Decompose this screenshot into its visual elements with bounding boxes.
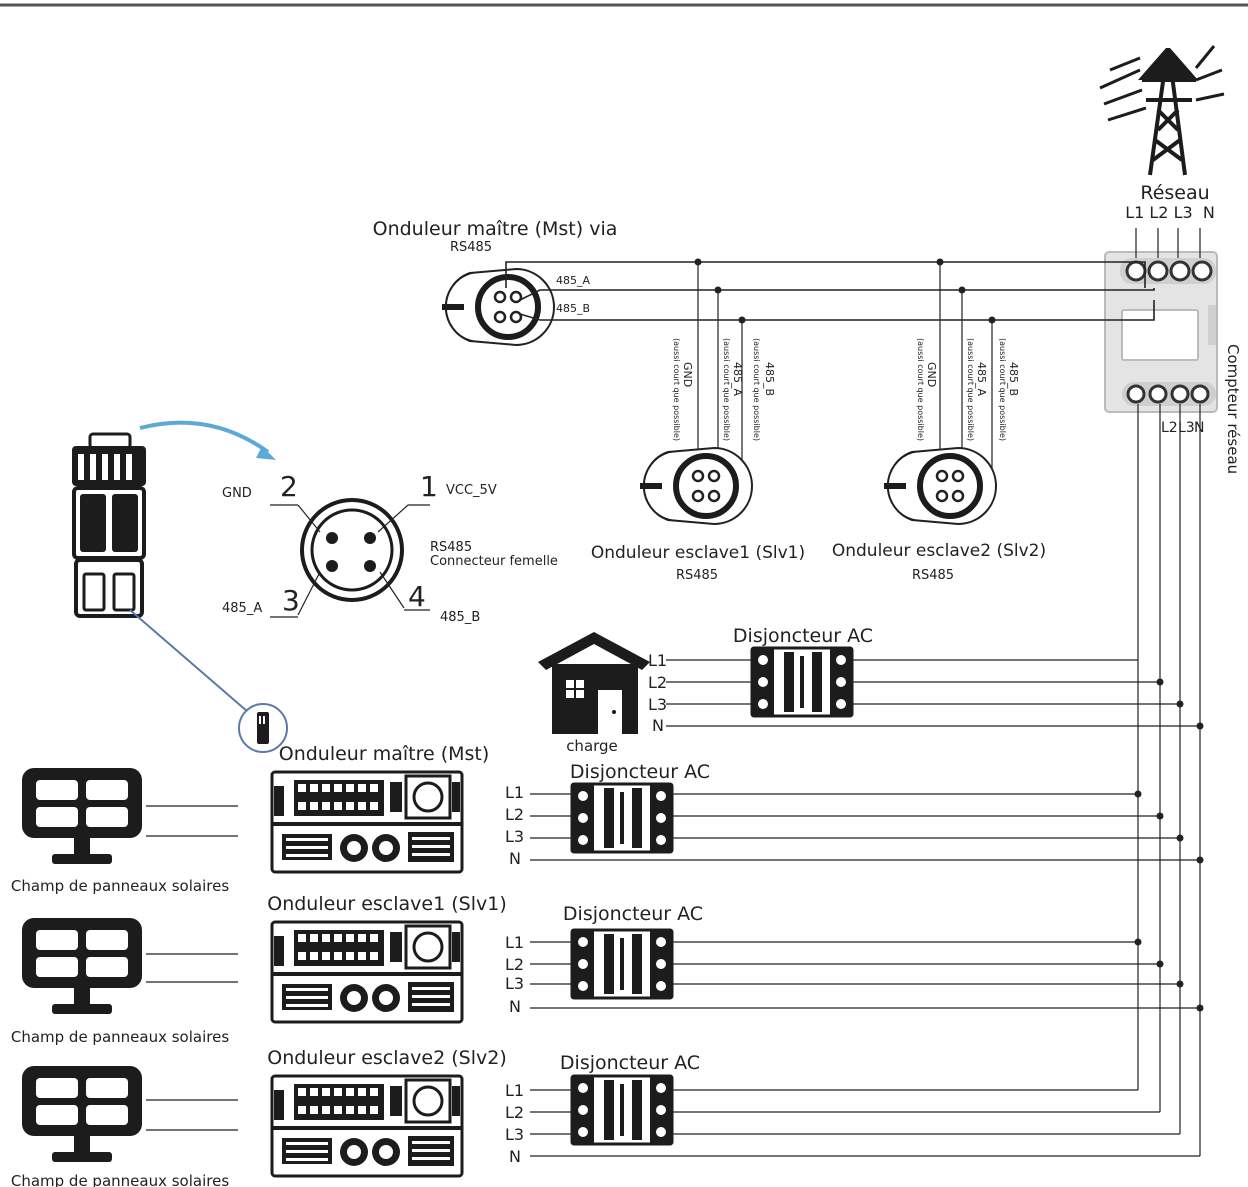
- inverter-icon: [270, 1074, 464, 1178]
- inverter-icon: [270, 770, 464, 874]
- master-rs485-sub: RS485: [450, 240, 492, 255]
- rs485-female-connector-icon: [270, 498, 430, 618]
- slave2-wire-a-note: (aussi court que possible): [966, 338, 975, 441]
- breaker-label-slave2: Disjoncteur AC: [560, 1052, 700, 1074]
- slave1-wire-gnd: GND: [681, 362, 694, 387]
- connector-desc-line1: RS485: [430, 540, 472, 555]
- inv-master-n: N: [509, 849, 521, 868]
- breaker-icon: [570, 928, 674, 1000]
- slave1-rs485-sub: RS485: [676, 568, 718, 583]
- pin4-number: 4: [408, 580, 426, 613]
- pin4-label: 485_B: [440, 610, 480, 625]
- inverter-row-slave1: Champ de panneaux solaires Onduleur escl…: [11, 893, 1204, 1046]
- slave2-wire-a: 485_A: [975, 362, 988, 396]
- inv-slave2-l3: L3: [505, 1125, 524, 1144]
- inv-slave2-n: N: [509, 1147, 521, 1166]
- slave2-rs485-title: Onduleur esclave2 (Slv2): [832, 541, 1046, 561]
- inv-master-l2: L2: [505, 805, 524, 824]
- load-breaker-label: Disjoncteur AC: [733, 625, 873, 647]
- slave1-wire-b-note: (aussi court que possible): [752, 338, 761, 441]
- pin3-label: 485_A: [222, 601, 262, 616]
- mini-connector-icon: [238, 703, 288, 753]
- meter-phase-n: N: [1194, 420, 1204, 436]
- inv-slave1-l2: L2: [505, 955, 524, 974]
- meter-phase-l2: L2: [1161, 420, 1178, 436]
- pin3-number: 3: [282, 584, 300, 617]
- slave1-rs485-port-icon: [640, 448, 752, 524]
- slave2-wire-gnd: GND: [925, 362, 938, 387]
- inv-master-l1: L1: [505, 783, 524, 802]
- inverter-title-master: Onduleur maître (Mst): [279, 743, 490, 765]
- master-rs485-port-icon: [442, 269, 554, 345]
- inverter-title-slave2: Onduleur esclave2 (Slv2): [267, 1047, 506, 1069]
- slave2-wire-b-note: (aussi court que possible): [998, 338, 1007, 441]
- slave1-wire-gnd-note: (aussi court que possible): [672, 338, 681, 441]
- breaker-icon: [570, 782, 674, 854]
- meter-phase-l3: L3: [1178, 420, 1195, 436]
- solar-panel-icon: [22, 918, 142, 1014]
- bus-label-485a: 485_A: [556, 274, 590, 287]
- pv-label-master: Champ de panneaux solaires: [11, 877, 229, 895]
- pin1-number: 1: [420, 470, 438, 503]
- inverter-title-slave1: Onduleur esclave1 (Slv1): [267, 893, 506, 915]
- load-phase-l1: L1: [648, 651, 667, 670]
- slave1-wire-a-note: (aussi court que possible): [722, 338, 731, 441]
- load-phase-l2: L2: [648, 673, 667, 692]
- inv-master-l3: L3: [505, 827, 524, 846]
- meter-top-terminals: [1120, 258, 1216, 284]
- rs485-bus-lines: [505, 261, 1155, 321]
- ac-bus: [1137, 404, 1201, 1156]
- slave2-rs485-sub: RS485: [912, 568, 954, 583]
- slave2-wire-gnd-note: (aussi court que possible): [916, 338, 925, 441]
- power-tower-icon: [1099, 45, 1225, 176]
- grid-phase-labels: L1 L2 L3 N: [1125, 203, 1215, 222]
- slave1-rs485-title: Onduleur esclave1 (Slv1): [591, 543, 805, 563]
- meter-bottom-terminals: [1122, 382, 1216, 406]
- inverter-row-master: Champ de panneaux solaires Onduleur maît…: [11, 743, 1204, 895]
- breaker-icon: [570, 1074, 674, 1146]
- solar-panel-icon: [22, 1066, 142, 1162]
- solar-panel-icon: [22, 768, 142, 864]
- inverter-row-slave2: Champ de panneaux solaires Onduleur escl…: [11, 1047, 1200, 1187]
- house-icon: [538, 632, 650, 734]
- slave1-wire-b: 485_B: [763, 362, 776, 396]
- connector-desc-line2: Connecteur femelle: [430, 554, 558, 569]
- inv-slave2-l2: L2: [505, 1103, 524, 1122]
- master-rs485-title: Onduleur maître (Mst) via: [373, 218, 618, 240]
- load-breaker-icon: [750, 646, 854, 718]
- inv-slave1-n: N: [509, 997, 521, 1016]
- grid-label: Réseau: [1140, 182, 1209, 204]
- load-label: charge: [566, 737, 618, 755]
- pin2-number: 2: [280, 470, 298, 503]
- inv-slave1-l1: L1: [505, 933, 524, 952]
- meter-label: Compteur réseau: [1224, 344, 1242, 474]
- slave1-wire-a: 485_A: [731, 362, 744, 396]
- inv-slave1-l3: L3: [505, 974, 524, 993]
- load-phase-n: N: [652, 716, 664, 735]
- pv-label-slave2: Champ de panneaux solaires: [11, 1172, 229, 1187]
- inverter-icon: [270, 920, 464, 1024]
- connector-plug-icon: [72, 432, 146, 618]
- inv-slave2-l1: L1: [505, 1081, 524, 1100]
- load-phase-l3: L3: [648, 695, 667, 714]
- slave2-rs485-port-icon: [884, 448, 996, 524]
- breaker-label-slave1: Disjoncteur AC: [563, 903, 703, 925]
- breaker-label-master: Disjoncteur AC: [570, 761, 710, 783]
- pin1-label: VCC_5V: [446, 483, 497, 498]
- pv-label-slave1: Champ de panneaux solaires: [11, 1028, 229, 1046]
- bus-label-485b: 485_B: [556, 302, 590, 315]
- grid-meter: [1104, 251, 1218, 413]
- arrow-icon: [139, 420, 270, 454]
- pin2-label: GND: [222, 486, 252, 501]
- slave2-wire-b: 485_B: [1007, 362, 1020, 396]
